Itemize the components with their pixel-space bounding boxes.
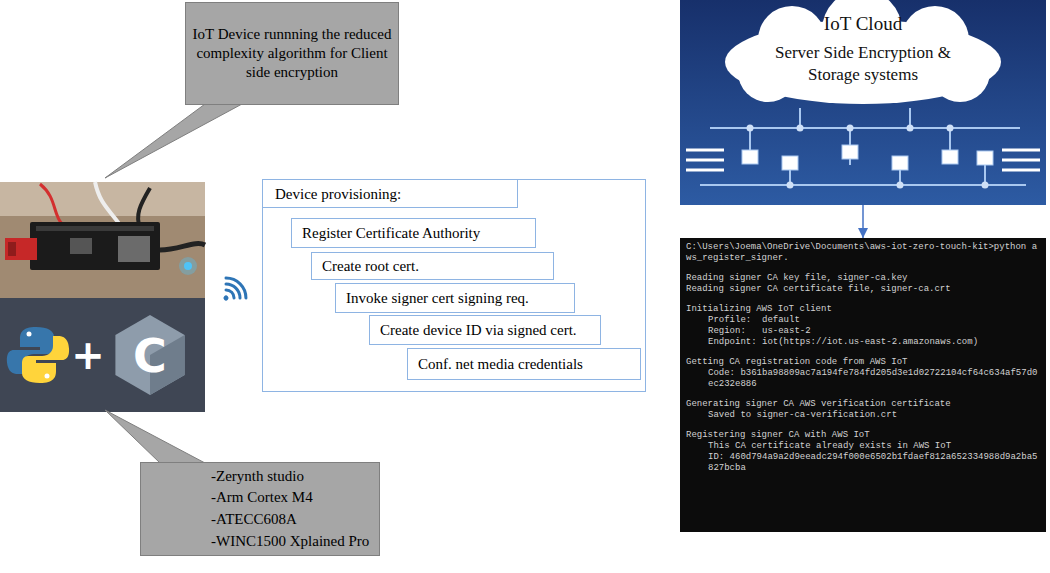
cloud-illustration-part-part bbox=[897, 182, 904, 189]
device-photo-part bbox=[184, 262, 192, 270]
cloud-illustration-part-part bbox=[686, 169, 724, 172]
terminal-line: Saved to signer-ca-verification.crt bbox=[686, 410, 1040, 421]
device-photo-part bbox=[0, 182, 205, 298]
provisioning-group: Device provisioning: Register Certificate… bbox=[262, 179, 646, 392]
cloud-illustration-part-part bbox=[797, 125, 804, 132]
cloud-illustration-part-part bbox=[892, 156, 908, 170]
process-box: Create device ID via signed cert. bbox=[369, 315, 601, 345]
plus-sign: + bbox=[71, 332, 105, 378]
cloud-illustration-part-part bbox=[787, 182, 794, 189]
terminal-screenshot: C:\Users\Joema\OneDrive\Documents\aws-io… bbox=[680, 238, 1046, 532]
cloud-illustration-part-part bbox=[1002, 169, 1040, 172]
callout-text: -ATECC608A bbox=[211, 509, 375, 531]
step-text: Conf. net media credentials bbox=[418, 356, 583, 373]
terminal-line: This CA certificate already exists in AW… bbox=[686, 441, 1040, 452]
device-photo-part bbox=[118, 236, 150, 262]
terminal-line: Profile: default bbox=[686, 315, 1040, 326]
callout-pointer-part bbox=[105, 104, 242, 178]
step-text: Invoke signer cert signing req. bbox=[346, 290, 529, 307]
terminal-line: Reading signer CA certificate file, sign… bbox=[686, 284, 1040, 295]
wifi-symbol bbox=[214, 274, 250, 310]
group-heading: Device provisioning: bbox=[262, 179, 518, 208]
cloud-illustration-part-part bbox=[942, 150, 958, 164]
logo-panel-part-part bbox=[27, 332, 32, 337]
logo-panel-part bbox=[0, 298, 205, 412]
terminal-line: Registering signer CA with AWS IoT bbox=[686, 430, 1040, 441]
cloud-illustration-part bbox=[747, 125, 989, 189]
callout-text: -WINC1500 Xplained Pro bbox=[211, 531, 375, 553]
wifi-symbol-part bbox=[222, 294, 229, 301]
cloud-illustration bbox=[680, 0, 1046, 205]
cloud-illustration-part-part bbox=[982, 182, 989, 189]
callout-text: -Zerynth studio bbox=[211, 466, 375, 488]
logo-panel-part-part bbox=[115, 315, 184, 395]
wifi-symbol-part bbox=[226, 288, 236, 298]
cloud-illustration-part-part bbox=[907, 125, 914, 132]
step-text: Create root cert. bbox=[322, 258, 419, 275]
device-photo-part bbox=[8, 242, 16, 256]
connector-arrow bbox=[862, 205, 864, 238]
process-box: Conf. net media credentials bbox=[407, 348, 641, 380]
cloud-illustration-part-part bbox=[686, 149, 724, 152]
callout-text: IoT Device runnning the reduced complexi… bbox=[190, 25, 394, 81]
cloud-text: IoT Cloud bbox=[758, 12, 968, 37]
device-photo-part bbox=[179, 257, 197, 275]
terminal-line: Endpoint: iot(https://iot.us-east-2.amaz… bbox=[686, 337, 1040, 348]
terminal-line: Reading signer CA key file, signer-ca.ke… bbox=[686, 273, 1040, 284]
cloud-illustration-part bbox=[700, 108, 1026, 185]
terminal-line: C:\Users\Joema\OneDrive\Documents\aws-io… bbox=[686, 242, 1040, 264]
terminal-line: Initializing AWS IoT client bbox=[686, 304, 1040, 315]
process-box: Create root cert. bbox=[311, 252, 554, 280]
logo-panel-part bbox=[7, 327, 69, 383]
cloud-illustration-part-part bbox=[847, 125, 854, 132]
device-photo-part bbox=[30, 222, 160, 270]
callout-box: IoT Device runnning the reduced complexi… bbox=[185, 2, 399, 105]
logo-panel-part-part bbox=[45, 374, 50, 379]
cloud-node: IoT CloudServer Side Encryption & Storag… bbox=[680, 0, 1046, 205]
cloud-illustration-part bbox=[725, 0, 1001, 104]
device-photo-part bbox=[70, 238, 92, 254]
device-photo-part bbox=[5, 238, 37, 260]
cloud-illustration-part bbox=[742, 145, 993, 170]
cloud-illustration-part-part bbox=[700, 184, 1026, 186]
callout-text: -Arm Cortex M4 bbox=[211, 487, 375, 509]
step-text: Create device ID via signed cert. bbox=[380, 322, 577, 339]
logo-panel-part-part bbox=[22, 336, 69, 383]
device-photo-part bbox=[95, 182, 120, 225]
cloud-illustration-part-part bbox=[686, 159, 724, 162]
cloud-illustration-part-part bbox=[842, 145, 858, 159]
terminal-line: Code: b361ba98809ac7a194fe784fd205d3e1d0… bbox=[686, 368, 1040, 390]
callout-pointer bbox=[105, 104, 242, 463]
cloud-text: Server Side Encryption & Storage systems bbox=[758, 42, 968, 86]
cloud-illustration-part-part bbox=[742, 150, 758, 164]
cloud-illustration-part-part bbox=[747, 125, 754, 132]
cloud-illustration-part-part bbox=[782, 156, 798, 170]
device-photo-part bbox=[160, 244, 205, 250]
logo-panel-part bbox=[115, 315, 184, 395]
terminal-line: Generating signer CA AWS verification ce… bbox=[686, 399, 1040, 410]
cloud-illustration-part bbox=[686, 150, 1040, 170]
device-photo bbox=[0, 182, 205, 298]
process-box: Invoke signer cert signing req. bbox=[335, 283, 575, 313]
logo-panel bbox=[0, 298, 205, 412]
cloud-illustration-part bbox=[680, 0, 1046, 205]
device-photo-part bbox=[36, 226, 154, 231]
cloud-illustration-part-part bbox=[977, 151, 993, 165]
callout-pointer-part bbox=[105, 410, 205, 463]
cloud-illustration-part-part bbox=[947, 125, 954, 132]
callout-box: -Zerynth studio-Arm Cortex M4-ATECC608A-… bbox=[140, 462, 380, 556]
step-text: Register Certificate Authority bbox=[302, 225, 480, 242]
cloud-illustration-part-part bbox=[710, 127, 1020, 129]
wifi-symbol-part bbox=[226, 274, 250, 298]
cloud-illustration-part-part bbox=[1002, 149, 1040, 152]
process-box: Register Certificate Authority bbox=[291, 218, 536, 248]
terminal-line: Getting CA registration code from AWS Io… bbox=[686, 357, 1040, 368]
terminal-line: ID: 460d794a9a2d9eeadc294f000e6502b1fdae… bbox=[686, 452, 1040, 474]
c-logo-letter: C bbox=[133, 329, 167, 383]
terminal-line: Region: us-east-2 bbox=[686, 326, 1040, 337]
cloud-illustration-part-part bbox=[1002, 159, 1040, 162]
